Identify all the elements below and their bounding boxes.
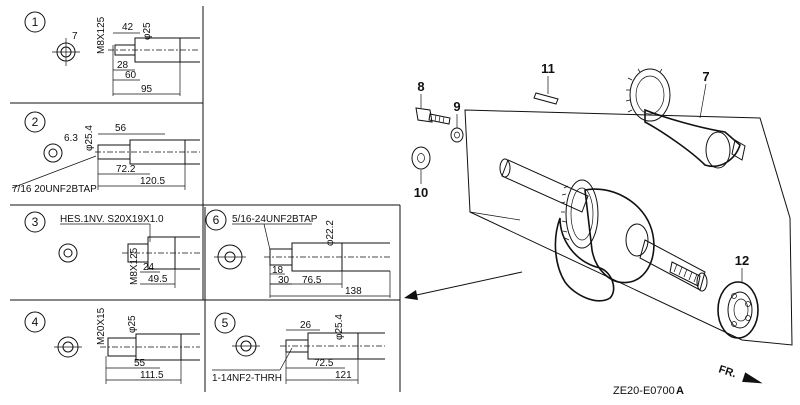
callout-9: 9 [453,99,460,114]
crankshaft [499,158,708,302]
panel-5-dim-26: 26 [300,320,312,331]
panel-6-dim-765: 76.5 [302,275,322,286]
panel-3-badge [24,211,46,233]
panel-grid [10,6,401,392]
panel-5-thread: 1-14NF2-THRH [212,373,282,384]
panel-1-thread: M8X125 [96,16,107,54]
panel-1-dim-95: 95 [141,84,153,95]
panel-2-badge [24,111,46,133]
panel-1-dim-7: 7 [72,31,78,42]
panel-2-thread: 7/16 20UNF2BTAP [12,184,97,195]
panel-6-dia: φ22.2 [325,220,336,246]
front-direction-label: FR. [717,363,738,380]
front-direction-arrow: FR. [717,363,763,384]
diagram-revision: A [676,385,684,397]
diagram-code: ZE20-E0700 [613,385,675,397]
callout-7: 7 [702,69,709,84]
callout-11: 11 [541,61,555,76]
panel-1-number: 1 [32,15,39,29]
panel-pointer-arrow [404,271,523,300]
panel-2-number: 2 [32,115,39,129]
callout-12: 12 [735,253,749,268]
panel-3-number: 3 [32,215,39,229]
panel-2-dim-63: 6.3 [64,133,78,144]
panel-3-end-view [58,243,78,263]
panel-4: 4 M20X15 φ25 55 111.5 [24,307,200,384]
panel-4-dim-55: 55 [134,358,146,369]
callout-10: 10 [414,185,428,200]
ball-bearing [717,281,759,339]
panel-2-dim-56: 56 [115,123,127,134]
panel-5-dia: φ25.4 [334,314,345,340]
flange-bolt [415,107,451,125]
panel-4-dim-1115: 111.5 [140,370,164,381]
panel-3-thread: M8X125 [129,247,140,285]
panel-1-badge [24,11,46,33]
panel-3: 3 HES.1NV. S20X19X1.0 M8X125 24 49.5 [24,211,200,288]
woodruff-key [533,92,559,105]
panel-2-dim-722: 72.2 [116,164,136,175]
panel-1-dim-60: 60 [125,70,137,81]
panel-4-thread: M20X15 [96,307,107,345]
panel-5-badge [214,312,236,334]
panel-5: 5 26 φ25.4 72.5 121 1-14NF2-THRH [212,312,385,384]
panel-6-number: 6 [213,213,220,227]
camshaft [625,68,746,169]
panel-2-end-view [43,143,63,163]
panel-4-badge [24,311,46,333]
panel-2: 2 6.3 φ25.4 56 72.2 120.5 7/16 20UNF2BTA… [11,111,200,195]
panel-6-badge [205,209,227,231]
panel-2-dia: φ25.4 [84,125,95,151]
panel-1: 1 7 M8X125 φ25 42 28 60 95 [24,11,200,96]
panel-6-dim-18: 18 [272,265,284,276]
panel-5-dim-725: 72.5 [314,358,334,369]
panel-5-number: 5 [222,316,229,330]
panel-6: 6 5/16-24UNF2BTAP φ22.2 18 30 76.5 138 [205,209,391,298]
panel-5-dim-121: 121 [335,370,352,381]
panel-6-thread: 5/16-24UNF2BTAP [232,214,318,225]
washer [450,127,464,143]
panel-1-dia: φ25 [142,22,153,40]
panel-4-number: 4 [32,315,39,329]
panel-3-spline: HES.1NV. S20X19X1.0 [60,214,164,225]
thrust-washer [411,146,431,170]
panel-3-dim-24: 24 [143,262,155,273]
diagram-footer: ZE20-E0700 A FR. [613,363,763,397]
panel-6-dim-30: 30 [278,275,290,286]
callout-8: 8 [417,79,424,94]
front-arrow-icon [742,372,763,384]
crankshaft-assembly: 8 9 10 11 7 12 [411,61,793,346]
panel-1-dim-28: 28 [117,60,129,71]
panel-2-dim-1205: 120.5 [140,176,165,187]
panel-1-dim-42: 42 [122,22,134,33]
panel-3-dim-495: 49.5 [148,274,168,285]
panel-6-dim-138: 138 [345,286,362,297]
panel-4-dia: φ25 [127,315,138,333]
